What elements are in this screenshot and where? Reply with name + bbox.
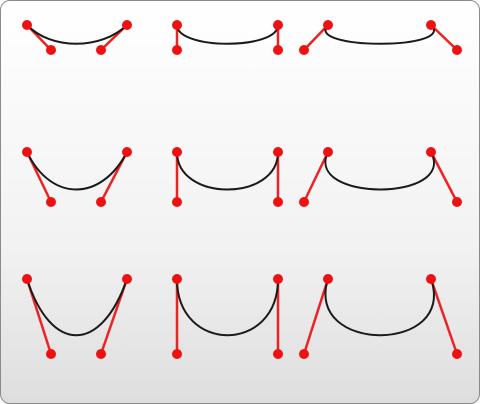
control-handle-right [429,278,459,355]
anchor-point [426,20,436,30]
bezier-cell-r1-c3 [299,20,462,55]
anchor-point [273,274,283,284]
control-point [299,45,309,55]
bezier-cell-r3-c2 [172,274,283,359]
anchor-point [122,274,132,284]
control-point [96,197,106,207]
bezier-cell-r1-c2 [172,20,283,55]
bezier-curve [324,24,435,45]
control-handle-left [302,278,330,355]
anchor-point [122,20,132,30]
control-point [452,45,462,55]
control-point [273,349,283,359]
control-point [46,197,56,207]
anchor-point [323,274,333,284]
anchor-point [22,20,32,30]
anchor-point [172,147,182,157]
control-point [172,45,182,55]
bezier-curve [26,278,128,336]
anchor-point [172,274,182,284]
control-point [273,197,283,207]
bezier-curve [26,24,128,45]
control-point [172,349,182,359]
anchor-point [22,147,32,157]
bezier-curve [324,151,435,191]
control-handle-right [429,151,459,203]
control-point [299,197,309,207]
bezier-cell-r2-c2 [172,147,283,207]
control-point [273,45,283,55]
control-handle-left [302,151,330,203]
bezier-curve [26,151,128,191]
control-point [452,197,462,207]
control-point [452,349,462,359]
anchor-point [172,20,182,30]
bezier-cell-r3-c3 [299,274,462,359]
control-point [96,349,106,359]
bezier-curve [176,278,279,337]
anchor-point [426,147,436,157]
bezier-cell-r3-c1 [22,274,132,359]
control-handle-left [303,24,329,51]
anchor-point [273,20,283,30]
anchor-point [426,274,436,284]
anchor-point [323,20,333,30]
bezier-curve [176,24,279,45]
anchor-point [122,147,132,157]
bezier-curve [324,278,435,337]
control-point [46,45,56,55]
bezier-cell-r1-c1 [22,20,132,55]
bezier-curve [176,151,279,191]
control-handle-right [430,24,458,51]
control-point [172,197,182,207]
control-point [96,45,106,55]
bezier-cell-r2-c3 [299,147,462,207]
control-point [299,349,309,359]
bezier-cell-r2-c1 [22,147,132,207]
control-point [46,349,56,359]
anchor-point [22,274,32,284]
anchor-point [273,147,283,157]
anchor-point [323,147,333,157]
